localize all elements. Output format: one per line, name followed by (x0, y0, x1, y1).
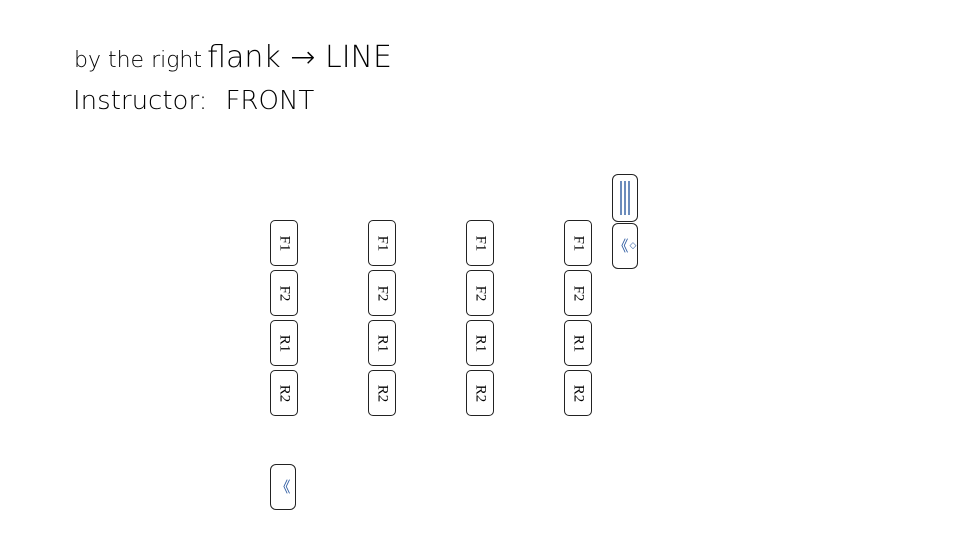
triple-line-icon (620, 181, 630, 215)
soldier-label: R1 (276, 334, 293, 352)
soldier-label: F2 (276, 285, 293, 301)
soldier-label: F2 (472, 285, 489, 301)
soldier-card-f2: F2 (270, 270, 298, 316)
soldier-card-r1: R1 (270, 320, 298, 366)
soldier-label: F2 (570, 285, 587, 301)
soldier-card-r2: R2 (270, 370, 298, 416)
soldier-label: F1 (570, 235, 587, 251)
guide-marker: 《◇ (612, 223, 638, 269)
soldier-label: R2 (276, 384, 293, 402)
soldier-label: R1 (374, 334, 391, 352)
soldier-card-r2: R2 (466, 370, 494, 416)
soldier-label: R2 (570, 384, 587, 402)
subtitle: Instructor: FRONT (73, 86, 314, 116)
soldier-card-f1: F1 (368, 220, 396, 266)
soldier-label: F1 (472, 235, 489, 251)
soldier-card-r2: R2 (368, 370, 396, 416)
title-small: by the right (74, 48, 203, 73)
soldier-label: R2 (472, 384, 489, 402)
soldier-card-f1: F1 (564, 220, 592, 266)
subtitle-value: FRONT (225, 86, 315, 116)
double-chevron-left-icon: 《 (613, 236, 629, 255)
soldier-card-f2: F2 (564, 270, 592, 316)
rear-marker: 《 (270, 464, 296, 510)
subtitle-label: Instructor: (73, 86, 208, 116)
soldier-label: F1 (374, 235, 391, 251)
soldier-label: R1 (472, 334, 489, 352)
soldier-card-r1: R1 (368, 320, 396, 366)
soldier-card-r2: R2 (564, 370, 592, 416)
soldier-card-f1: F1 (270, 220, 298, 266)
diamond-icon: ◇ (629, 240, 637, 251)
soldier-card-r1: R1 (564, 320, 592, 366)
soldier-card-f2: F2 (368, 270, 396, 316)
double-chevron-left-icon: 《 (275, 477, 291, 496)
title-big: flank → LINE (207, 40, 392, 75)
soldier-label: F1 (276, 235, 293, 251)
soldier-card-f2: F2 (466, 270, 494, 316)
title: by the right flank → LINE (74, 40, 392, 75)
soldier-card-r1: R1 (466, 320, 494, 366)
soldier-label: R2 (374, 384, 391, 402)
soldier-card-f1: F1 (466, 220, 494, 266)
flag-marker (612, 174, 638, 222)
soldier-label: F2 (374, 285, 391, 301)
soldier-label: R1 (570, 334, 587, 352)
